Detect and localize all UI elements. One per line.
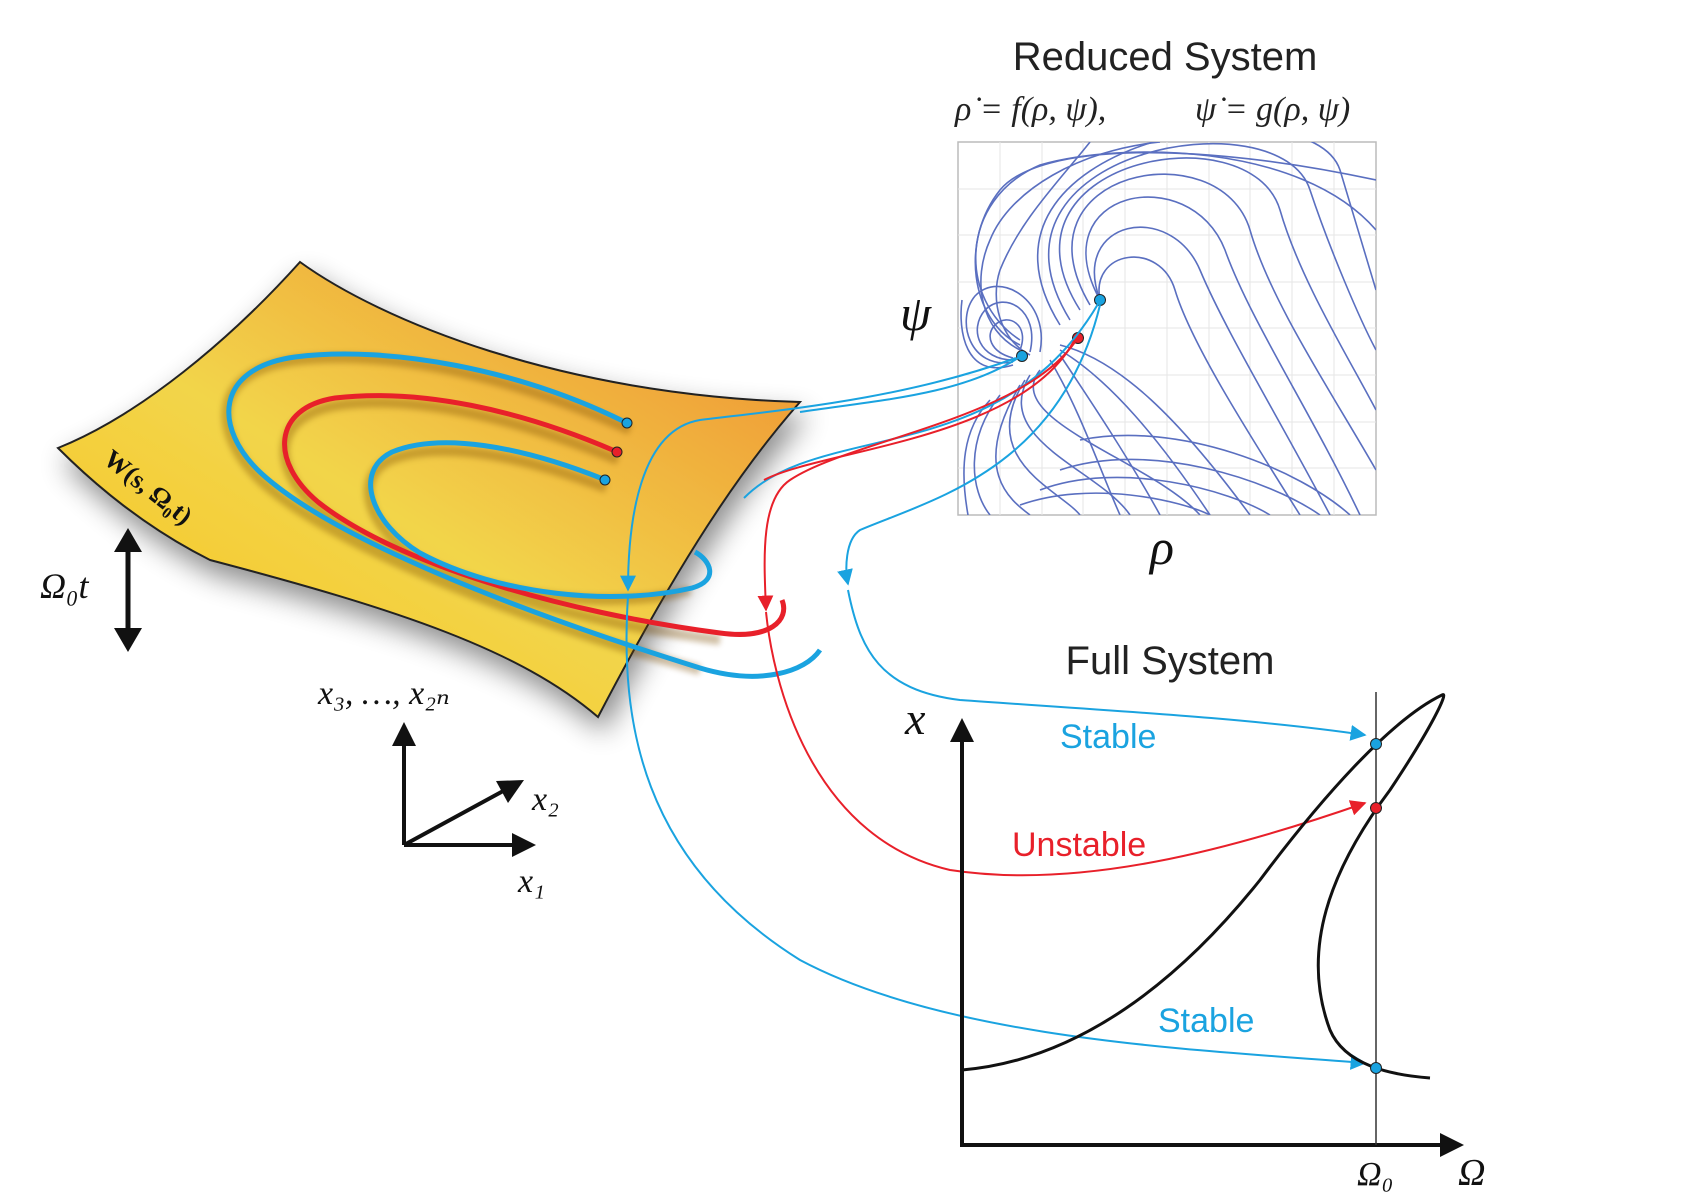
- coord-label-x2: x₂: [531, 781, 559, 818]
- connector-arrows: [620, 303, 1367, 1070]
- arrow-reduced-to-manifold-stable-lower: [620, 357, 1017, 592]
- label-stable-top: Stable: [1060, 718, 1156, 756]
- reduced-equation-rho: ρ̇ = f(ρ, ψ),: [954, 91, 1106, 128]
- full-xlabel: Ω: [1458, 1152, 1485, 1194]
- arrow-reduced-to-manifold-stable-upper: [837, 304, 1101, 586]
- invariant-manifold: W(s, Ω₀t): [56, 260, 823, 719]
- orbit-end-unstable: [611, 446, 623, 458]
- arrow-manifold-to-reduced-unstable: [763, 340, 1075, 481]
- reduced-system-panel: Reduced System ρ̇ = f(ρ, ψ), ψ̇ = g(ρ, ψ…: [900, 35, 1377, 575]
- reduced-ylabel: ψ: [900, 285, 932, 341]
- phase-flow-lines: [960, 142, 1376, 515]
- frequency-response-curve: [961, 693, 1446, 1080]
- full-title: Full System: [1066, 639, 1275, 683]
- reduced-stable-point-lower: [1016, 350, 1028, 362]
- arrow-to-full-unstable: [765, 611, 1367, 877]
- orbit-end-inner: [599, 474, 611, 486]
- coordinate-axes: x₃, …, x₂ₙ x₂ x₁: [317, 675, 559, 900]
- reduced-stable-point-upper: [1094, 294, 1106, 306]
- reduced-xlabel: ρ: [1148, 519, 1174, 575]
- orbit-end-outer: [621, 417, 633, 429]
- unstable-orbit: [282, 393, 787, 637]
- arrow-manifold-to-reduced-stable: [799, 357, 1019, 413]
- full-system-panel: Full System x Ω Ω₀ Stable Unstable Stabl…: [904, 639, 1485, 1194]
- arrow-to-full-stable-top: [847, 589, 1367, 741]
- full-stable-point-bottom: [1370, 1062, 1382, 1074]
- full-stable-point-top: [1370, 738, 1382, 750]
- reduced-equation-psi: ψ̇ = g(ρ, ψ): [1195, 91, 1350, 128]
- outer-stable-orbit: [226, 351, 823, 679]
- full-unstable-point: [1370, 802, 1382, 814]
- time-axis: Ω₀t: [40, 528, 142, 652]
- inner-stable-orbit: [368, 440, 713, 599]
- arrow-reduced-to-manifold-unstable: [757, 341, 1076, 612]
- full-ylabel: x: [904, 693, 926, 744]
- arrow-to-full-stable-bottom: [625, 595, 1367, 1070]
- label-unstable: Unstable: [1012, 826, 1146, 864]
- label-stable-bottom: Stable: [1158, 1002, 1254, 1040]
- coord-label-x1: x₁: [517, 863, 545, 900]
- full-tick-omega0: Ω₀: [1357, 1156, 1393, 1193]
- reduced-title: Reduced System: [1013, 35, 1318, 79]
- coord-label-x3: x₃, …, x₂ₙ: [317, 675, 450, 712]
- phase-grid: [958, 142, 1376, 515]
- time-label: Ω₀t: [40, 566, 90, 606]
